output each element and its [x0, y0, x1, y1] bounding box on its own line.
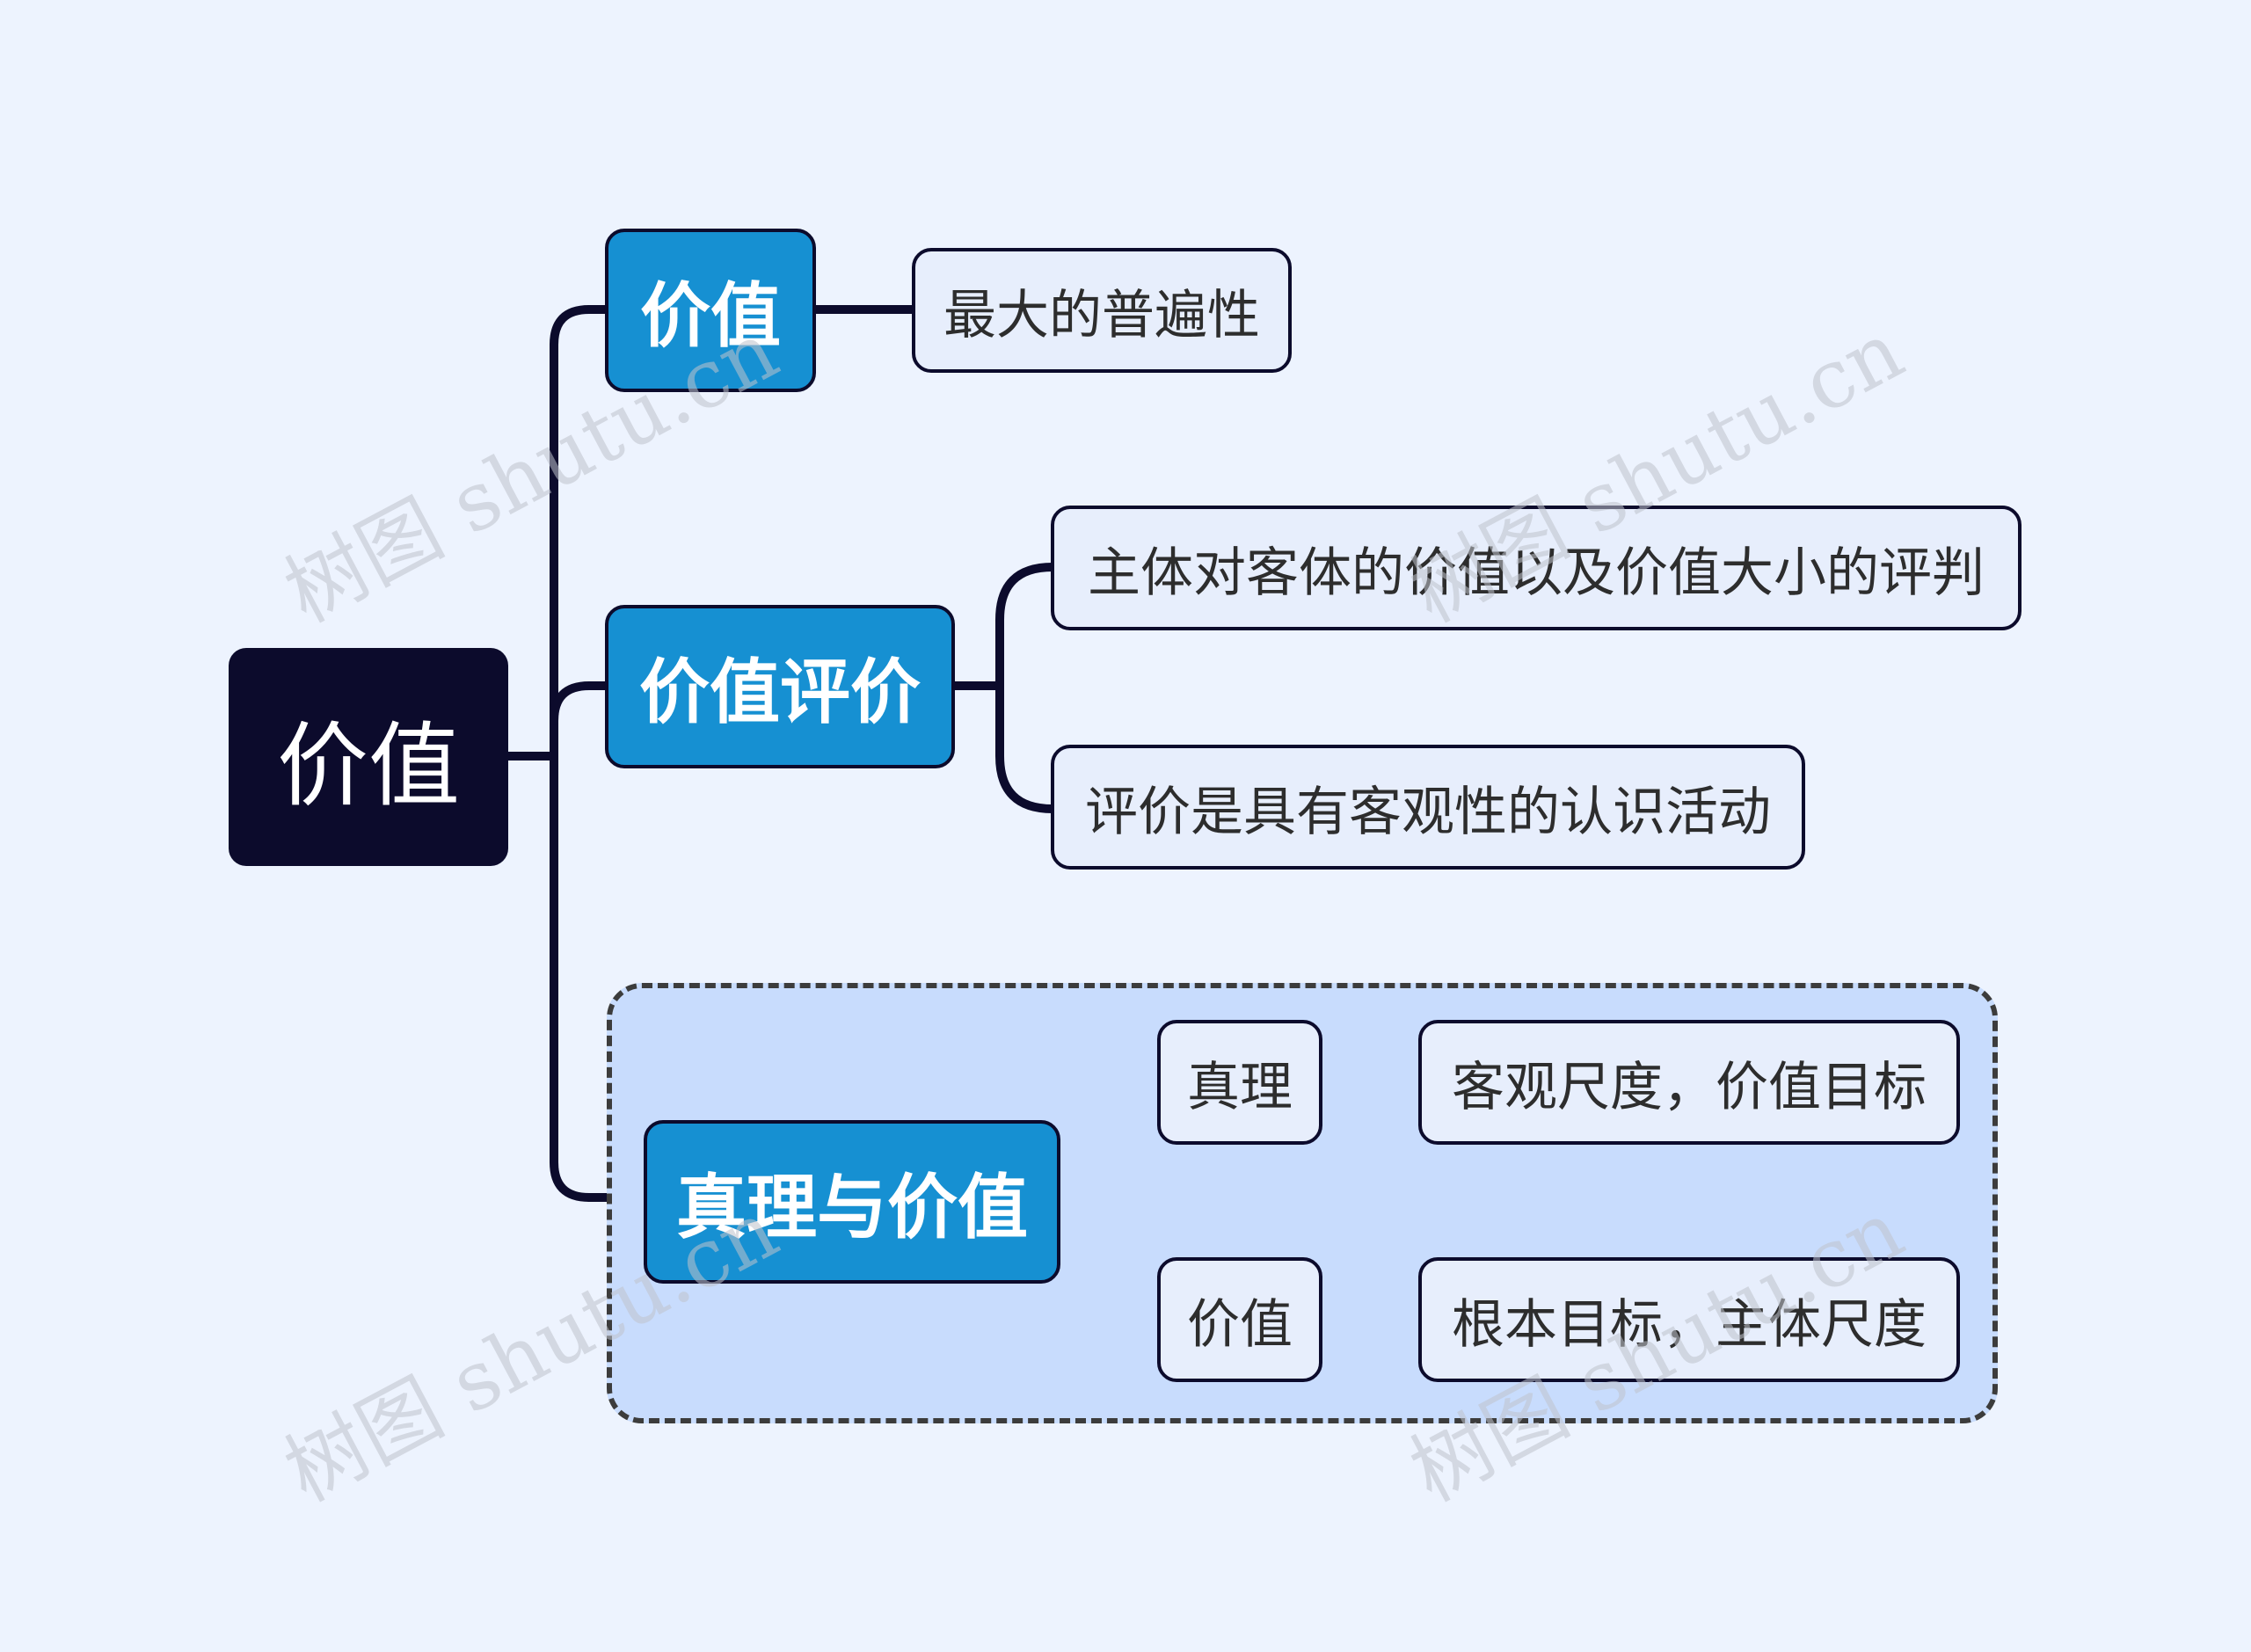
leaf-node-universality[interactable]: 最大的普遍性 [912, 248, 1292, 373]
branch-label: 真理与价值 [676, 1167, 1028, 1248]
branch-node-truth-and-value[interactable]: 真理与价值 [644, 1120, 1060, 1284]
root-label: 价值 [276, 711, 460, 819]
leaf-node-evaluation-definition[interactable]: 主体对客体的价值以及价值大小的评判 [1051, 506, 2022, 630]
leaf-label: 主体对客体的价值以及价值大小的评判 [1088, 542, 1985, 604]
branch-label: 价值 [640, 275, 781, 357]
sub-node-label: 真理 [1187, 1056, 1293, 1118]
branch-label: 价值评价 [639, 651, 921, 733]
detail-node-value[interactable]: 根本目标，主体尺度 [1418, 1257, 1960, 1382]
connector-branch2-fork [995, 563, 1057, 813]
connector-trunk [550, 305, 594, 1202]
leaf-label: 最大的普遍性 [943, 284, 1260, 346]
sub-node-label: 价值 [1187, 1293, 1293, 1356]
sub-node-truth[interactable]: 真理 [1157, 1020, 1322, 1145]
detail-label: 根本目标，主体尺度 [1452, 1293, 1927, 1356]
detail-node-truth[interactable]: 客观尺度，价值目标 [1418, 1020, 1960, 1145]
connector-trunk-to-branch2 [550, 681, 613, 725]
leaf-label: 评价是具有客观性的认识活动 [1085, 781, 1771, 843]
sub-node-value[interactable]: 价值 [1157, 1257, 1322, 1382]
leaf-node-evaluation-objectivity[interactable]: 评价是具有客观性的认识活动 [1051, 745, 1805, 870]
root-node[interactable]: 价值 [229, 648, 508, 866]
detail-label: 客观尺度，价值目标 [1452, 1056, 1927, 1118]
branch-node-value[interactable]: 价值 [605, 229, 816, 392]
branch-node-evaluation[interactable]: 价值评价 [605, 605, 955, 768]
